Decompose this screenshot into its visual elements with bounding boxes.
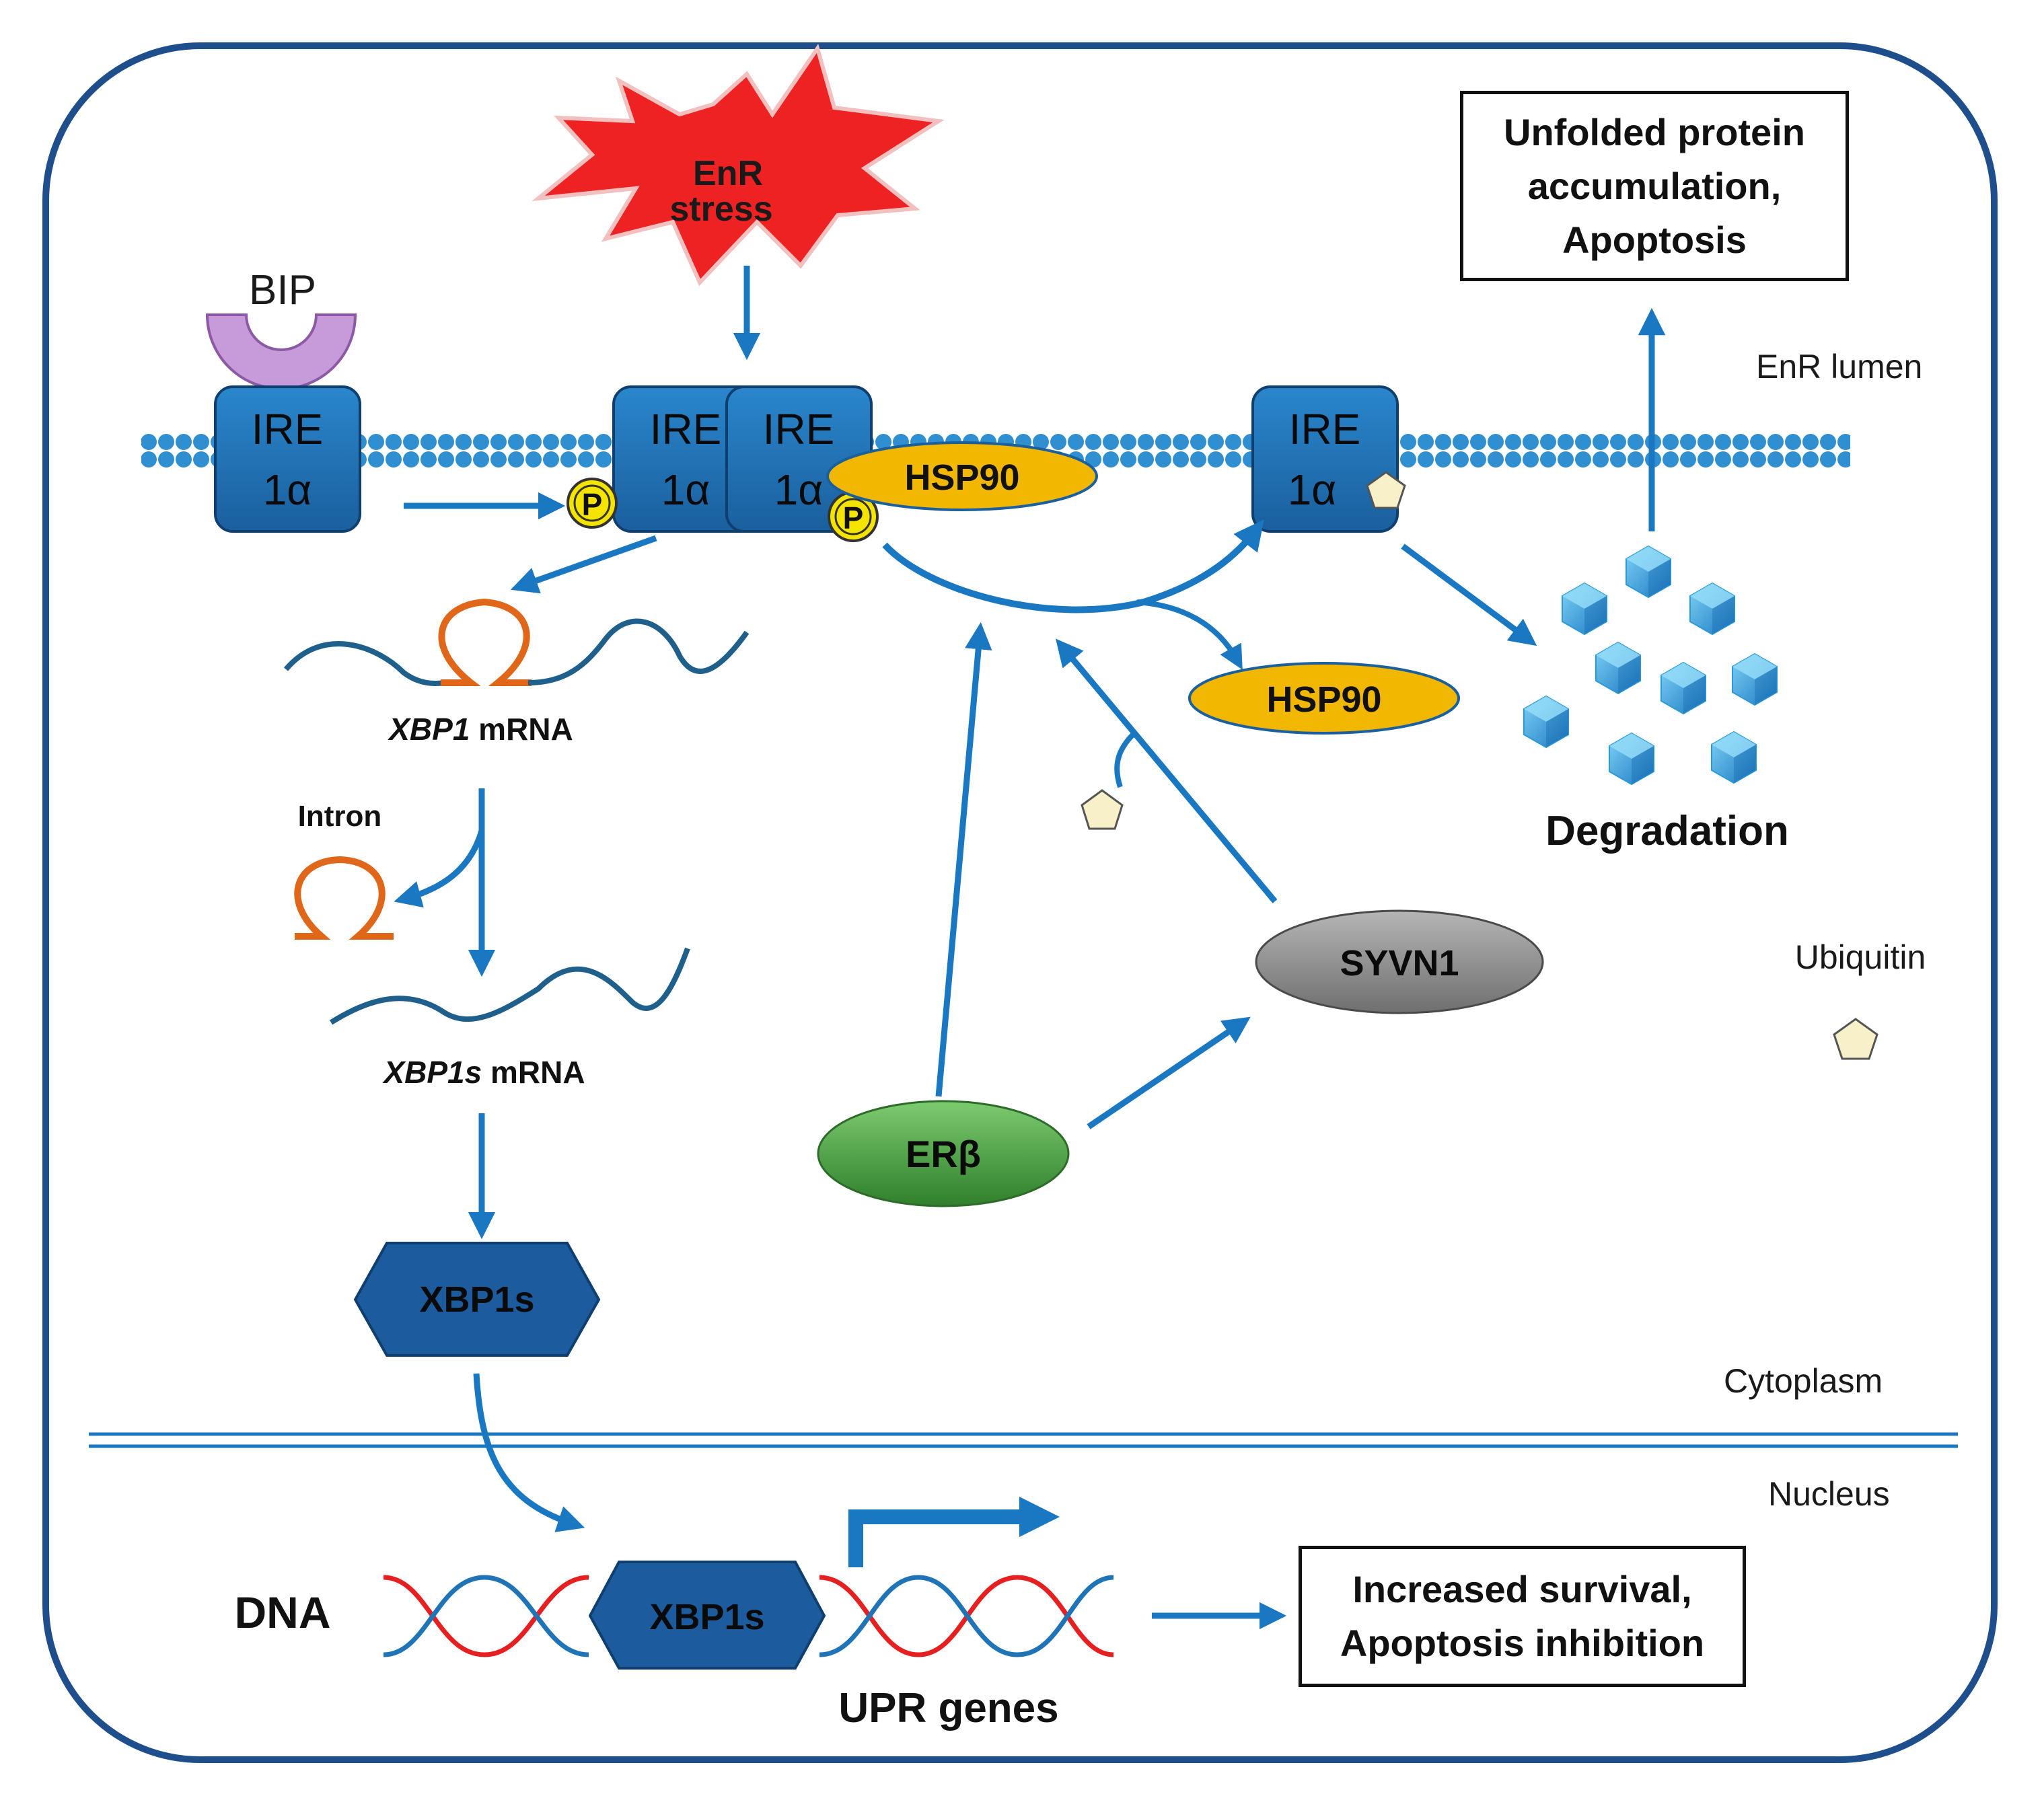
transcription-arrowhead [1019, 1497, 1060, 1537]
arrow-intron-removal [394, 829, 485, 908]
degradation-label: Degradation [1545, 808, 1789, 854]
arrow-ire-to-degradation [882, 519, 1264, 613]
ire1a-ubiquitinated-line2: 1α [1288, 465, 1337, 514]
xbp1-intron-loop [438, 598, 532, 686]
bip-chaperone-shape [205, 313, 357, 390]
intron-label: Intron [298, 800, 382, 833]
ubiquitin-legend-label: Ubiquitin [1795, 938, 1926, 976]
er-stress-label-line2: stress [669, 190, 772, 229]
phosphate-right-label: P [843, 500, 864, 535]
ire1a-ubiquitinated: IRE 1α [1251, 385, 1406, 533]
ubiquitin-attach-path [1114, 731, 1136, 788]
xbp1-mrna-left [283, 641, 445, 687]
syvn1 [1255, 909, 1544, 1014]
ubiquitin-on-ire [1366, 471, 1406, 509]
arrow-ire-to-mrna [510, 535, 657, 594]
outcome-survival-box: Increased survival, Apoptosis inhibition [1299, 1546, 1746, 1687]
xbp1s-protein-cytoplasm-label: XBP1s [419, 1279, 534, 1320]
upr-genes-label: UPR genes [838, 1685, 1058, 1731]
ire1a-inactive: IRE 1α [214, 385, 361, 533]
outcome-apoptosis-box: Unfolded protein accumulation, Apoptosis [1460, 91, 1849, 281]
xbp1-mrna-label: XBP1 mRNA [387, 712, 573, 747]
dna-strand-blue [383, 1575, 1114, 1657]
excised-intron [294, 856, 394, 940]
outcome-survival-line1: Increased survival, [1352, 1568, 1692, 1610]
xbp1s-mrna [329, 947, 690, 1025]
ire1a-dimer-left: IRE 1α [612, 385, 760, 533]
transcription-start-arrow [848, 1509, 1026, 1567]
arrow-erb-to-syvn1 [1087, 1016, 1251, 1129]
er-beta-label: ERβ [906, 1133, 981, 1175]
xbp1s-mrna-label: XBP1s mRNA [381, 1055, 585, 1090]
bip-label: BIP [249, 267, 316, 313]
outcome-apoptosis-line3: Apoptosis [1562, 218, 1747, 261]
dna-label: DNA [235, 1587, 331, 1637]
cytoplasm-label: Cytoplasm [1724, 1362, 1883, 1400]
ire1a-dimer-right-line1: IRE [763, 405, 835, 453]
er-beta [817, 1100, 1070, 1207]
ire1a-inactive-line2: 1α [263, 465, 312, 514]
ire1a-ubiquitinated-line1: IRE [1289, 405, 1361, 453]
phosphate-left-label: P [582, 487, 603, 522]
hsp90-bound-label: HSP90 [904, 457, 1019, 498]
er-stress-label-line1: EnR [693, 154, 763, 193]
syvn1-label: SYVN1 [1340, 943, 1459, 983]
outcome-survival-line2: Apoptosis inhibition [1340, 1622, 1705, 1664]
outcome-apoptosis-line2: accumulation, [1527, 164, 1782, 207]
phosphate-left: P [567, 478, 618, 529]
er-stress-burst [532, 44, 945, 287]
ubiquitin-legend-icon [1833, 1018, 1878, 1060]
xbp1-mrna-right [527, 618, 750, 685]
xbp1s-protein-nucleus-label: XBP1s [649, 1597, 764, 1637]
xbp1s-protein-nucleus [588, 1561, 826, 1670]
ire1a-dimer-left-line2: 1α [661, 465, 710, 514]
arrow-ire-to-proteasome [1401, 544, 1537, 646]
ire1a-dimer-right: IRE 1α [725, 385, 873, 533]
ubiquitin-free [1081, 789, 1124, 830]
nucleus-label: Nucleus [1768, 1475, 1890, 1513]
hsp90-free-label: HSP90 [1266, 679, 1381, 720]
arrow-erb-to-hsp90-dissociation [935, 622, 992, 1097]
arrow-hsp90-release [1136, 599, 1243, 670]
hsp90-bound [826, 441, 1098, 511]
arrow-xbp1s-to-nucleus [473, 1373, 585, 1532]
arrow-syvn1-ubiquitination [1056, 638, 1278, 903]
enr-lumen-label: EnR lumen [1756, 348, 1922, 385]
ire1a-dimer-left-line1: IRE [650, 405, 722, 453]
hsp90-free [1188, 662, 1460, 735]
ire1a-inactive-line1: IRE [252, 405, 324, 453]
ire1a-dimer-right-line2: 1α [774, 465, 824, 514]
outcome-apoptosis-line1: Unfolded protein [1504, 110, 1805, 153]
xbp1s-protein-cytoplasm [353, 1242, 601, 1357]
